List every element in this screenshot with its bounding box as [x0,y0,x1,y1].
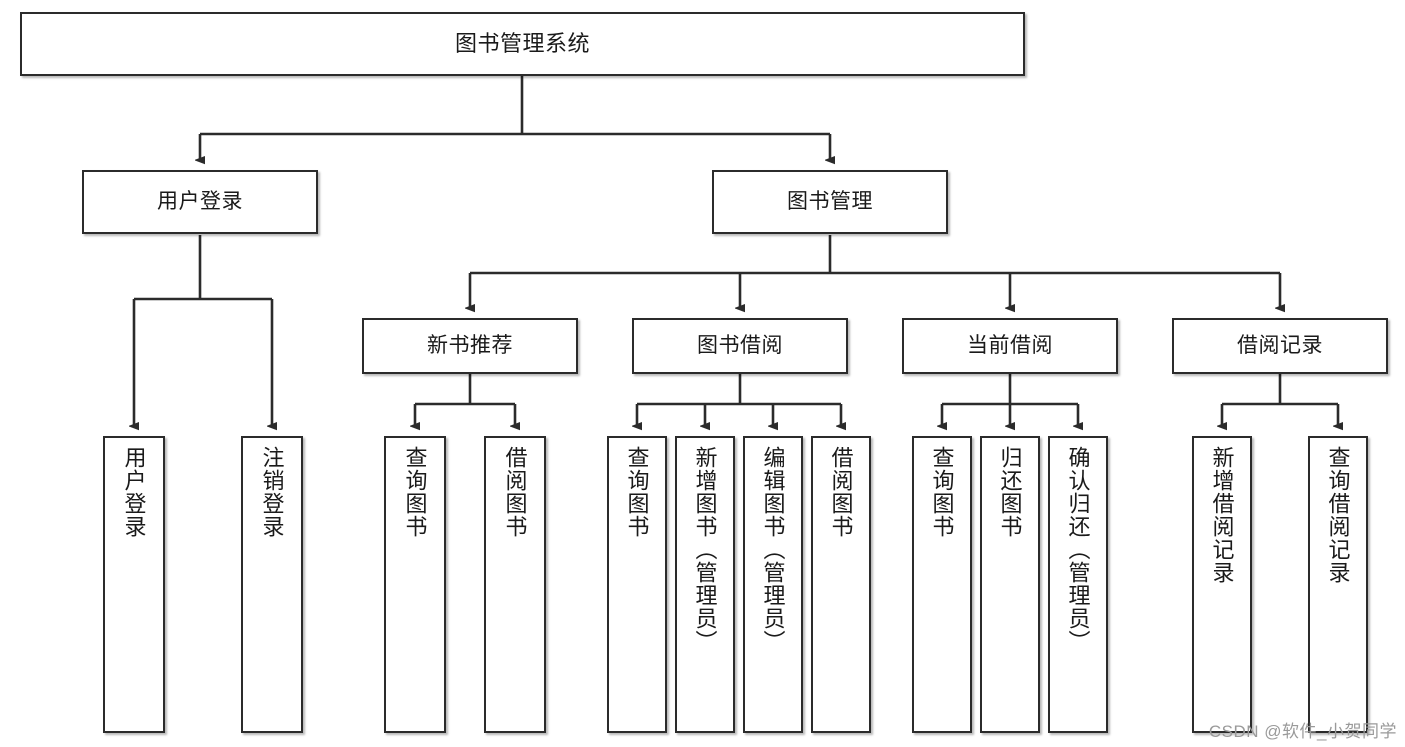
node-leaf-add-record[interactable]: 新增借阅记录 [1192,436,1252,733]
node-user-login-label: 用户登录 [157,189,243,213]
node-leaf-borrow-book-1[interactable]: 借阅图书 [484,436,546,733]
node-book-borrow[interactable]: 图书借阅 [632,318,848,374]
node-current-borrow-label: 当前借阅 [967,333,1053,357]
node-leaf-query-book-3[interactable]: 查询图书 [912,436,972,733]
node-borrow-record-label: 借阅记录 [1237,333,1323,357]
node-leaf-return-book-label: 归还图书 [997,446,1023,538]
node-leaf-add-record-label: 新增借阅记录 [1209,446,1235,584]
node-borrow-record[interactable]: 借阅记录 [1172,318,1388,374]
node-leaf-return-book[interactable]: 归还图书 [980,436,1040,733]
node-leaf-query-book-2[interactable]: 查询图书 [607,436,667,733]
node-leaf-query-book-2-label: 查询图书 [624,446,650,538]
node-leaf-query-record[interactable]: 查询借阅记录 [1308,436,1368,733]
node-leaf-confirm-return[interactable]: 确认归还（管理员） [1048,436,1108,733]
node-user-login[interactable]: 用户登录 [82,170,318,234]
node-leaf-user-login[interactable]: 用户登录 [103,436,165,733]
node-new-book-recommend-label: 新书推荐 [427,333,513,357]
node-leaf-logout[interactable]: 注销登录 [241,436,303,733]
node-new-book-recommend[interactable]: 新书推荐 [362,318,578,374]
node-leaf-edit-book[interactable]: 编辑图书（管理员） [743,436,803,733]
node-leaf-user-login-label: 用户登录 [121,446,147,538]
node-leaf-borrow-book-2-label: 借阅图书 [828,446,854,538]
node-book-manage[interactable]: 图书管理 [712,170,948,234]
node-leaf-edit-book-label: 编辑图书（管理员） [760,446,786,653]
node-root[interactable]: 图书管理系统 [20,12,1025,76]
node-book-manage-label: 图书管理 [787,189,873,213]
node-leaf-confirm-return-label: 确认归还（管理员） [1065,446,1091,653]
node-leaf-query-book-1[interactable]: 查询图书 [384,436,446,733]
node-leaf-add-book[interactable]: 新增图书（管理员） [675,436,735,733]
node-leaf-borrow-book-2[interactable]: 借阅图书 [811,436,871,733]
node-leaf-borrow-book-1-label: 借阅图书 [502,446,528,538]
node-leaf-query-book-3-label: 查询图书 [929,446,955,538]
node-leaf-query-book-1-label: 查询图书 [402,446,428,538]
node-current-borrow[interactable]: 当前借阅 [902,318,1118,374]
node-leaf-add-book-label: 新增图书（管理员） [692,446,718,653]
node-book-borrow-label: 图书借阅 [697,333,783,357]
node-root-label: 图书管理系统 [454,31,590,57]
watermark-text: CSDN @软件_小贺同学 [1208,722,1397,741]
node-leaf-query-record-label: 查询借阅记录 [1325,446,1351,584]
node-leaf-logout-label: 注销登录 [259,446,285,538]
